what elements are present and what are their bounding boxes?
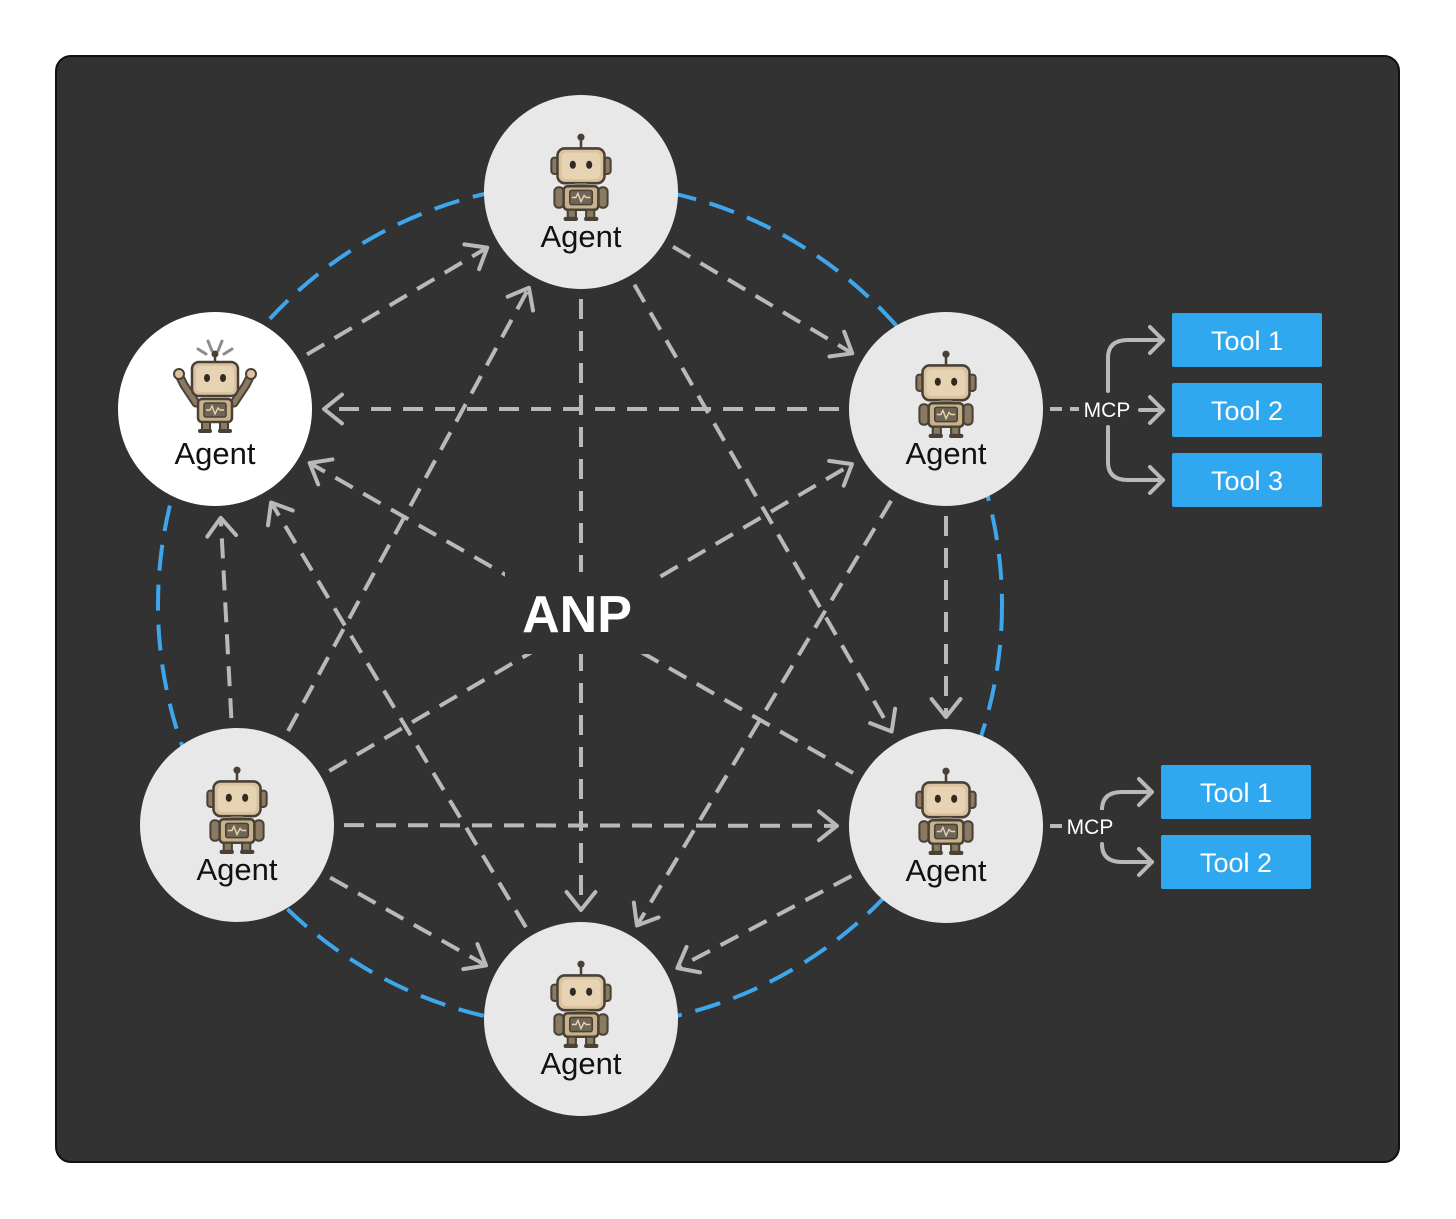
arrow-top-to-upper-right — [671, 244, 855, 359]
tool-box[interactable]: Tool 2 — [1161, 835, 1311, 889]
center-title: ANP — [522, 586, 632, 644]
tool-label: Tool 2 — [1211, 396, 1283, 426]
mcp-group-upper-right: MCP Tool 1 Tool 2 Tool 3 — [1050, 313, 1322, 507]
arrow-head-icon — [1137, 847, 1154, 877]
diagram-background — [55, 55, 1400, 1163]
arrow-head-icon — [1148, 325, 1165, 355]
mcp-branch-arrow — [1100, 790, 1154, 811]
arrow-lower-left-to-upper-left — [205, 515, 239, 719]
agent-node-top[interactable]: Agent — [484, 95, 678, 289]
mcp-group-lower-right: MCP Tool 1 Tool 2 — [1050, 765, 1311, 889]
agent-label: Agent — [196, 852, 277, 887]
mcp-branch-arrow — [1100, 842, 1154, 864]
agent-label: Agent — [905, 853, 986, 888]
arrow-top-to-lower-right — [632, 283, 898, 734]
agent-node-upper-left[interactable]: Agent — [118, 312, 312, 506]
arrow-lower-left-to-top — [286, 285, 536, 732]
agent-node-lower-left[interactable]: Agent — [140, 728, 334, 922]
tool-label: Tool 2 — [1200, 848, 1272, 878]
tool-label: Tool 3 — [1211, 466, 1283, 496]
arrow-lower-right-to-upper-left — [307, 457, 855, 775]
tool-box[interactable]: Tool 1 — [1161, 765, 1311, 819]
mcp-label: MCP — [1084, 399, 1131, 422]
agent-label: Agent — [540, 1046, 621, 1081]
arrow-lower-left-to-bottom — [329, 875, 489, 972]
arrow-upper-right-to-bottom — [631, 499, 893, 928]
mcp-branch-arrow — [1106, 425, 1165, 482]
mcp-branch-arrow — [1106, 338, 1165, 393]
agent-label: Agent — [174, 436, 255, 471]
agent-node-bottom[interactable]: Agent — [484, 922, 678, 1116]
arrow-upper-left-to-top — [306, 242, 490, 357]
tool-box[interactable]: Tool 2 — [1172, 383, 1322, 437]
arrow-upper-right-to-lower-right — [929, 516, 963, 719]
arrow-upper-right-to-upper-left — [322, 392, 839, 426]
arrow-bottom-to-upper-left — [265, 500, 528, 929]
tool-box[interactable]: Tool 1 — [1172, 313, 1322, 367]
agent-node-lower-right[interactable]: Agent — [849, 729, 1043, 923]
center-title-backdrop — [505, 572, 655, 654]
arrow-lower-right-to-bottom — [675, 874, 853, 975]
tool-label: Tool 1 — [1211, 326, 1283, 356]
mcp-label: MCP — [1067, 816, 1114, 839]
agent-node-upper-right[interactable]: Agent — [849, 312, 1043, 506]
tool-box[interactable]: Tool 3 — [1172, 453, 1322, 507]
agent-label: Agent — [540, 219, 621, 254]
arrow-head-icon — [1148, 395, 1165, 425]
tool-label: Tool 1 — [1200, 778, 1272, 808]
arrow-head-icon — [1137, 777, 1154, 807]
arrow-lower-left-to-lower-right — [343, 809, 840, 843]
agent-label: Agent — [905, 436, 986, 471]
mcp-layer: MCP Tool 1 Tool 2 Tool 3 MCP Tool 1 Tool 2 — [1050, 313, 1322, 889]
arrow-head-icon — [1148, 465, 1165, 495]
